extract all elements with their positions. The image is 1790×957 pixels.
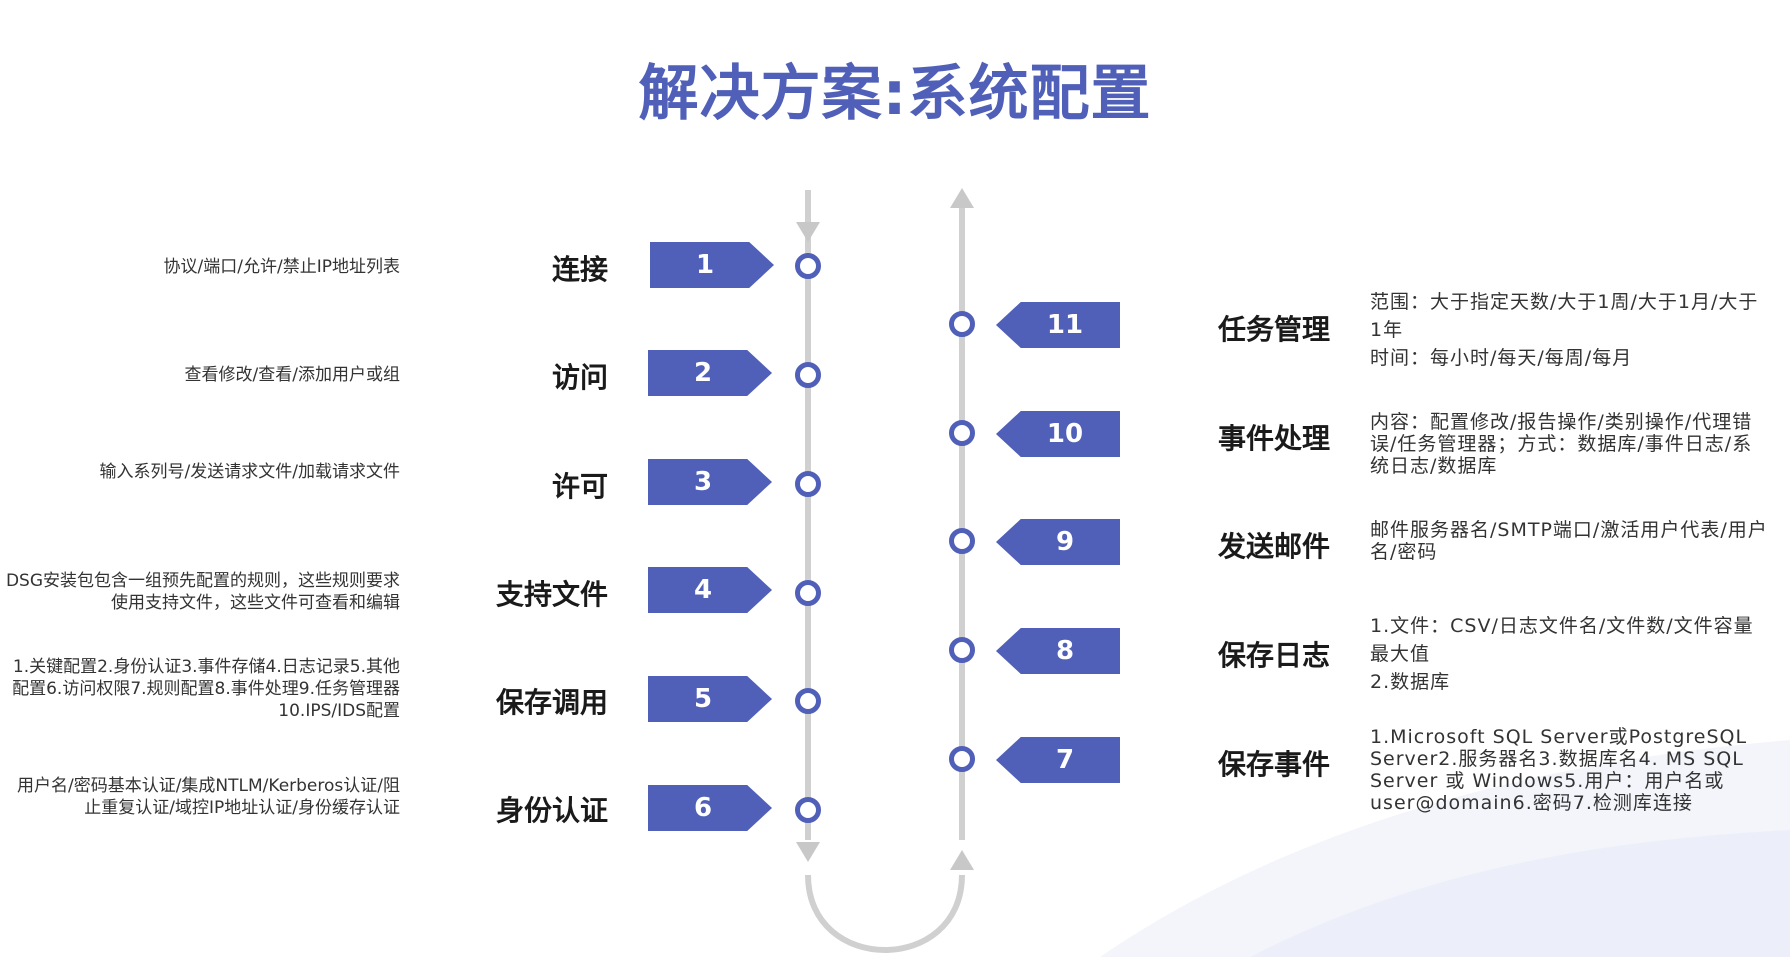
step-dot-11 <box>949 311 975 337</box>
desc-save-recall: 1.关键配置2.身份认证3.事件存储4.日志记录5.其他配置6.访问权限7.规则… <box>12 657 400 721</box>
step-tag-1: 1 <box>650 242 774 288</box>
up-arrow-top-icon <box>950 188 974 208</box>
desc-connection: 协议/端口/允许/禁止IP地址列表 <box>163 257 400 277</box>
up-arrow-bottom-icon <box>950 850 974 870</box>
step-tag-5: 5 <box>648 676 772 722</box>
label-access: 访问 <box>551 361 608 394</box>
step-dot-3 <box>795 471 821 497</box>
step-dot-1 <box>795 253 821 279</box>
label-license: 许可 <box>551 470 608 503</box>
label-save-log: 保存日志 <box>1218 639 1331 672</box>
step-tag-10: 10 <box>996 411 1120 457</box>
label-support-files: 支持文件 <box>495 578 608 611</box>
step-dot-8 <box>949 637 975 663</box>
desc-event-handling: 内容：配置修改/报告操作/类别操作/代理错误/任务管理器；方式：数据库/事件日志… <box>1370 411 1753 477</box>
step-tag-6: 6 <box>648 785 772 831</box>
step-tag-4: 4 <box>648 567 772 613</box>
down-arrow-top-icon <box>796 222 820 242</box>
label-task-management: 任务管理 <box>1218 313 1331 346</box>
desc-license: 输入系列号/发送请求文件/加载请求文件 <box>99 462 400 482</box>
step-dot-4 <box>795 580 821 606</box>
desc-save-events: 1.Microsoft SQL Server或PostgreSQL Server… <box>1370 726 1748 814</box>
desc-task-management: 范围：大于指定天数/大于1周/大于1月/大于1年 时间：每小时/每天/每周/每月 <box>1370 291 1759 369</box>
label-authentication: 身份认证 <box>495 794 608 827</box>
step-tag-3: 3 <box>648 459 772 505</box>
step-dot-5 <box>795 688 821 714</box>
step-dot-10 <box>949 420 975 446</box>
desc-save-log: 1.文件：CSV/日志文件名/文件数/文件容量最大值 2.数据库 <box>1370 615 1754 693</box>
label-event-handling: 事件处理 <box>1218 422 1331 455</box>
page-title: 解决方案:系统配置 <box>638 59 1152 129</box>
step-tag-2: 2 <box>648 350 772 396</box>
step-dot-2 <box>795 362 821 388</box>
label-save-recall: 保存调用 <box>495 686 608 719</box>
desc-access: 查看修改/查看/添加用户或组 <box>184 365 400 385</box>
desc-support-files: DSG安装包包含一组预先配置的规则，这些规则要求使用支持文件，这些文件可查看和编… <box>5 571 400 613</box>
step-tag-7: 7 <box>996 737 1120 783</box>
desc-authentication: 用户名/密码基本认证/集成NTLM/Kerberos认证/阻止重复认证/域控IP… <box>16 776 400 818</box>
step-dot-7 <box>949 746 975 772</box>
down-arrow-bottom-icon <box>796 842 820 862</box>
desc-send-mail: 邮件服务器名/SMTP端口/激活用户代表/用户名/密码 <box>1370 519 1768 563</box>
label-send-mail: 发送邮件 <box>1218 530 1331 563</box>
step-tag-8: 8 <box>996 628 1120 674</box>
step-tag-9: 9 <box>996 519 1120 565</box>
step-dot-6 <box>795 797 821 823</box>
label-connection: 连接 <box>551 253 608 286</box>
step-dot-9 <box>949 528 975 554</box>
label-save-events: 保存事件 <box>1218 748 1331 781</box>
step-tag-11: 11 <box>996 302 1120 348</box>
